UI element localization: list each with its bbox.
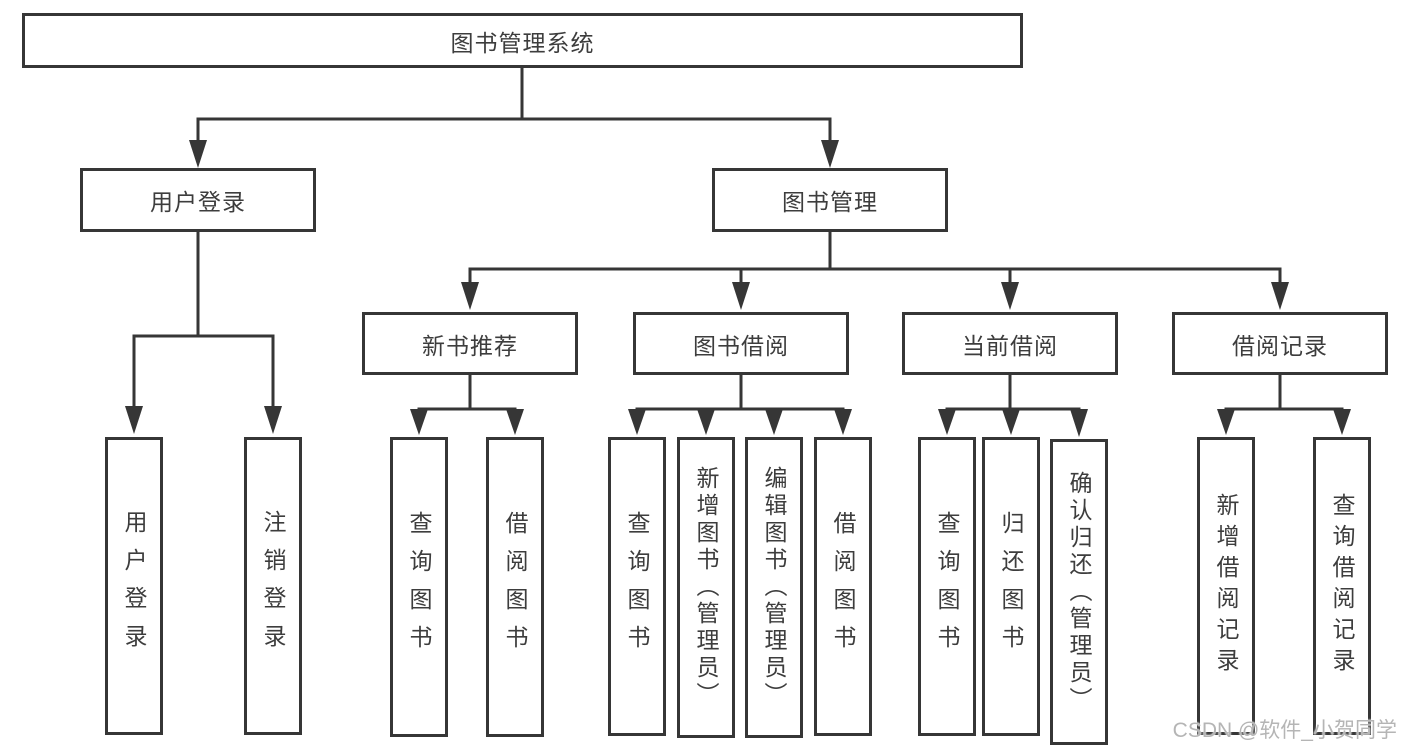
leaf-user-login-label: 用户登录 (121, 510, 147, 662)
leaf-cb-confirm-return-admin: 确认归还（管理员） (1050, 439, 1108, 745)
leaf-bb-borrow-books-label: 借阅图书 (830, 510, 856, 663)
node-book-management-branch: 图书管理 (712, 168, 948, 232)
leaf-br-add-record: 新增借阅记录 (1197, 437, 1255, 735)
leaf-cb-query-books-label: 查询图书 (934, 510, 960, 663)
node-user-login-branch: 用户登录 (80, 168, 316, 232)
leaf-cb-confirm-return-admin-label: 确认归还（管理员） (1066, 470, 1092, 714)
node-new-book-recommendation: 新书推荐 (362, 312, 578, 375)
leaf-bb-edit-books-admin: 编辑图书（管理员） (745, 437, 803, 738)
leaf-bb-edit-books-admin-label: 编辑图书（管理员） (761, 466, 787, 709)
leaf-bb-add-books-admin-label: 新增图书（管理员） (693, 466, 719, 709)
leaf-nbr-query-books-label: 查询图书 (406, 511, 432, 663)
leaf-logout-label: 注销登录 (260, 510, 286, 662)
leaf-cb-return-books: 归还图书 (982, 437, 1040, 736)
leaf-nbr-query-books: 查询图书 (390, 437, 448, 737)
node-borrowing-records: 借阅记录 (1172, 312, 1388, 375)
leaf-br-query-record-label: 查询借阅记录 (1329, 493, 1355, 679)
leaf-cb-query-books: 查询图书 (918, 437, 976, 736)
leaf-nbr-borrow-books: 借阅图书 (486, 437, 544, 737)
leaf-nbr-borrow-books-label: 借阅图书 (502, 511, 528, 663)
leaf-cb-return-books-label: 归还图书 (998, 510, 1024, 663)
leaf-br-query-record: 查询借阅记录 (1313, 437, 1371, 735)
node-book-borrowing: 图书借阅 (633, 312, 849, 375)
leaf-logout: 注销登录 (244, 437, 302, 735)
leaf-br-add-record-label: 新增借阅记录 (1213, 493, 1239, 679)
leaf-bb-add-books-admin: 新增图书（管理员） (677, 437, 735, 738)
leaf-bb-query-books: 查询图书 (608, 437, 666, 736)
leaf-user-login: 用户登录 (105, 437, 163, 735)
csdn-watermark: CSDN @软件_小贺同学 (1172, 719, 1397, 742)
node-library-management-system: 图书管理系统 (22, 13, 1023, 68)
leaf-bb-query-books-label: 查询图书 (624, 510, 650, 663)
leaf-bb-borrow-books: 借阅图书 (814, 437, 872, 736)
node-current-borrowing: 当前借阅 (902, 312, 1118, 375)
